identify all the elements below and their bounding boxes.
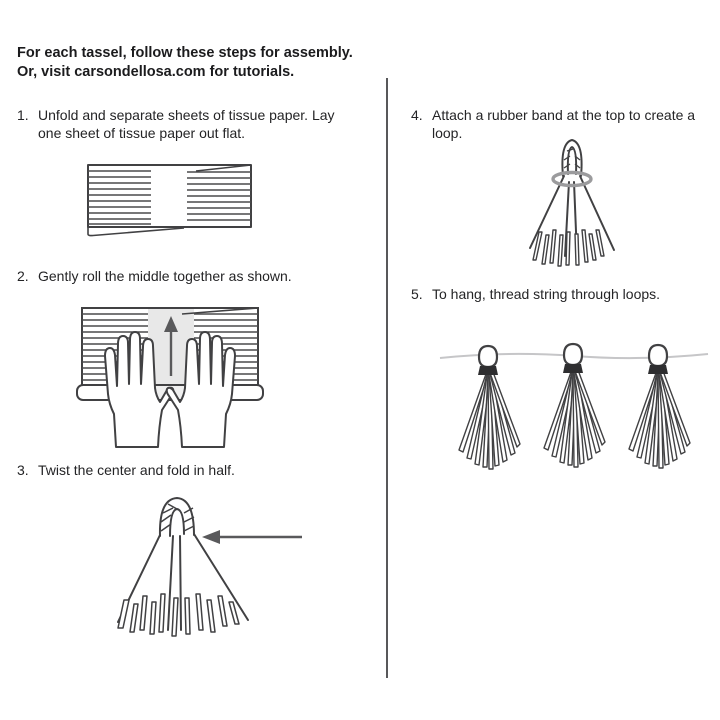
step-5-text: To hang, thread string through loops. [432,286,661,302]
step-3: 3. Twist the center and fold in half. [17,461,355,479]
step-4-number: 4. [411,107,423,123]
step-1-text: Unfold and separate sheets of tissue pap… [38,107,335,142]
fringe-strips [532,229,605,267]
fringe-strips [117,593,240,637]
column-divider [386,78,388,678]
step-4: 4. Attach a rubber band at the top to cr… [411,106,713,143]
tissue-sheet-illustration [87,164,252,237]
step-2-text: Gently roll the middle together as shown… [38,268,292,284]
twisted-tassel-illustration [117,497,302,637]
hanging-tassel-3 [627,343,692,470]
up-arrow-icon [164,316,178,376]
step-3-number: 3. [17,462,29,478]
step-3-text: Twist the center and fold in half. [38,462,235,478]
twist-hatching [160,503,195,532]
left-fringe-lines [88,170,151,225]
step-5: 5. To hang, thread string through loops. [411,285,713,303]
hands-rolling-illustration [76,307,264,448]
step-1-number: 1. [17,107,29,123]
page-title: For each tassel, follow these steps for … [17,44,377,82]
hanging-tassel-1 [457,344,522,471]
right-fringe-lines [187,171,251,221]
loop-twist-hatching [563,148,581,169]
left-arrow-icon [202,530,302,544]
step-1: 1. Unfold and separate sheets of tissue … [17,106,355,143]
hanging-tassels-illustration [439,342,709,471]
step-5-number: 5. [411,286,423,302]
header-line-1: For each tassel, follow these steps for … [17,45,353,61]
step-4-text: Attach a rubber band at the top to creat… [432,107,696,142]
step-2: 2. Gently roll the middle together as sh… [17,267,355,285]
header-line-2: Or, visit carsondellosa.com for tutorial… [17,63,295,80]
step-2-number: 2. [17,268,29,284]
hanging-tassel-2 [542,342,607,469]
rubber-band-tassel-illustration [529,139,615,267]
rubber-band [551,170,593,188]
